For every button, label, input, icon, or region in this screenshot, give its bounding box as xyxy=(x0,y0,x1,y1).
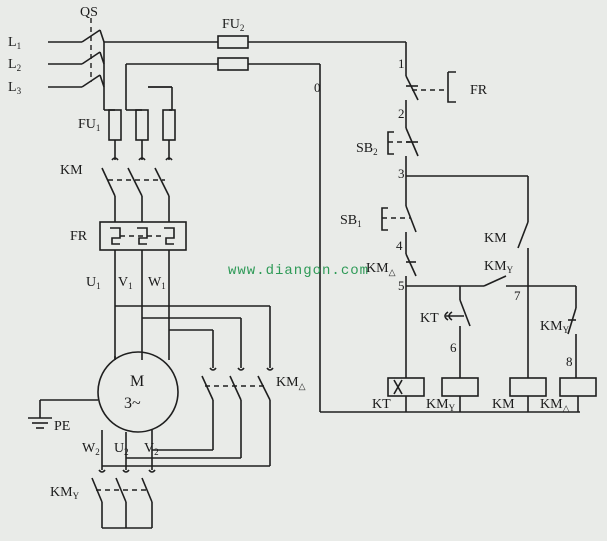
main-circuit-drops xyxy=(103,42,173,110)
fr-contact-label: FR xyxy=(470,83,488,98)
u1-label: U1 xyxy=(86,275,101,291)
km-delta-nc-contact xyxy=(405,253,417,286)
km-hold-label: KM xyxy=(484,231,507,246)
motor-phase-label: 3~ xyxy=(124,395,141,412)
node-2-label: 2 xyxy=(398,106,405,121)
coil-km-box xyxy=(509,377,547,397)
km-hold-contact xyxy=(517,221,529,286)
coils xyxy=(387,377,597,412)
coil-kmd-label: KM△ xyxy=(540,397,570,413)
km-delta-contacts xyxy=(201,367,274,466)
qs-label: QS xyxy=(80,5,98,20)
qs-switch xyxy=(81,18,105,88)
w2-label: W2 xyxy=(82,441,100,457)
km-label: KM xyxy=(60,163,83,178)
coil-kmd-box xyxy=(559,377,597,397)
u2-label: U2 xyxy=(114,441,129,457)
motor-m-label: M xyxy=(130,373,144,390)
node-1-label: 1 xyxy=(398,56,405,71)
km-y-nc-label: KMY xyxy=(484,259,514,275)
coil-kt-label: KT xyxy=(372,397,391,412)
fu1-fuses xyxy=(104,109,176,160)
node-3-label: 3 xyxy=(398,166,405,181)
km-y-contact-branch xyxy=(567,286,577,378)
node-5-label: 5 xyxy=(398,278,405,293)
km-y-label: KMY xyxy=(50,485,80,501)
kt-contact-label: KT xyxy=(420,311,439,326)
fu2-label: FU2 xyxy=(222,17,244,33)
fr-label: FR xyxy=(70,229,88,244)
node-6-label: 6 xyxy=(450,340,457,355)
node-5-branch xyxy=(405,275,576,378)
fu2-fuses xyxy=(217,35,249,71)
fr-thermal-relay xyxy=(99,221,187,360)
fu1-label: FU1 xyxy=(78,117,100,133)
v1-label: V1 xyxy=(118,275,133,291)
node-0-label: 0 xyxy=(314,80,321,95)
sb1-label: SB1 xyxy=(340,213,362,229)
node-3-branch xyxy=(405,175,529,222)
km-main-contacts xyxy=(101,157,173,222)
w1-label: W1 xyxy=(148,275,166,291)
coil-km-label: KM xyxy=(492,397,515,412)
km-delta-nc-label: KM△ xyxy=(366,261,396,277)
delta-branch-wires xyxy=(115,305,271,368)
sb2-stop-button xyxy=(387,114,419,176)
motor xyxy=(97,351,270,470)
control-return-line xyxy=(319,64,580,413)
v2-label: V2 xyxy=(144,441,159,457)
l1-label: L1 xyxy=(8,35,21,51)
kt-delay-contact xyxy=(444,299,471,378)
km-star-contacts xyxy=(91,469,156,529)
coil-kmy-label: KMY xyxy=(426,397,456,413)
l2-label: L2 xyxy=(8,57,21,73)
node-4-label: 4 xyxy=(396,238,403,253)
l3-label: L3 xyxy=(8,80,22,96)
km-y-contact-label: KMY xyxy=(540,319,570,335)
pe-label: PE xyxy=(54,419,70,434)
coil-kt-box xyxy=(387,377,425,397)
sb1-start-button xyxy=(381,205,417,254)
fr-nc-contact xyxy=(405,42,456,114)
node-7-label: 7 xyxy=(514,288,521,303)
node-8-label: 8 xyxy=(566,354,573,369)
coil-kmy-box xyxy=(441,377,479,397)
km-delta-label: KM△ xyxy=(276,375,306,391)
pe-ground xyxy=(28,399,98,429)
watermark: www.diangon.com xyxy=(228,263,369,279)
sb2-label: SB2 xyxy=(356,141,378,157)
